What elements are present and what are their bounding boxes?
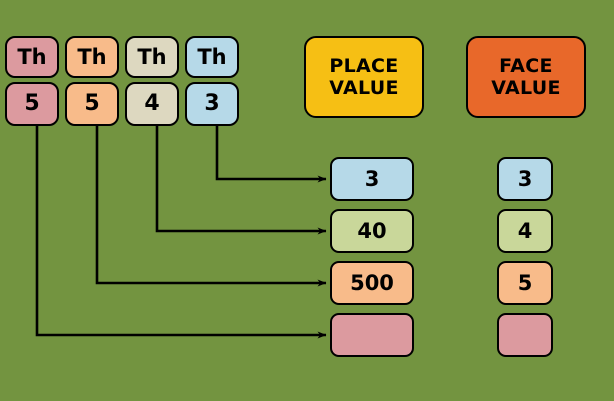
place-value-heading-line2: VALUE — [329, 76, 399, 99]
place-header-label: Th — [77, 44, 107, 69]
place-value-box-3[interactable] — [330, 313, 414, 357]
digit-card-1[interactable]: 5 — [65, 82, 119, 126]
face-value-box-3[interactable] — [497, 313, 553, 357]
connector-arrow-2 — [95, 126, 327, 287]
place-header-card-0[interactable]: Th — [5, 36, 59, 78]
face-value-box-label: 4 — [517, 218, 533, 243]
digit-label: 5 — [84, 91, 100, 116]
digit-label: 4 — [144, 91, 160, 116]
face-value-heading: FACE VALUE — [466, 36, 586, 118]
digit-label: 5 — [24, 91, 40, 116]
place-value-heading-line1: PLACE — [329, 54, 399, 77]
face-value-box-2[interactable]: 5 — [497, 261, 553, 305]
place-value-box-label: 3 — [364, 166, 380, 191]
face-value-box-1[interactable]: 4 — [497, 209, 553, 253]
place-header-label: Th — [137, 44, 167, 69]
connector-arrow-3 — [35, 126, 327, 339]
connector-arrow-0 — [215, 126, 327, 183]
place-value-box-label: 40 — [357, 218, 387, 243]
place-header-card-3[interactable]: Th — [185, 36, 239, 78]
face-value-heading-line1: FACE — [499, 54, 553, 77]
place-value-box-1[interactable]: 40 — [330, 209, 414, 253]
connector-arrow-1 — [155, 126, 327, 235]
place-header-label: Th — [197, 44, 227, 69]
place-header-card-1[interactable]: Th — [65, 36, 119, 78]
place-value-box-label: 500 — [350, 270, 394, 295]
place-value-heading: PLACE VALUE — [304, 36, 424, 118]
face-value-heading-line2: VALUE — [491, 76, 561, 99]
face-value-box-label: 3 — [517, 166, 533, 191]
place-header-card-2[interactable]: Th — [125, 36, 179, 78]
digit-card-2[interactable]: 4 — [125, 82, 179, 126]
place-header-label: Th — [17, 44, 47, 69]
digit-card-3[interactable]: 3 — [185, 82, 239, 126]
digit-card-0[interactable]: 5 — [5, 82, 59, 126]
face-value-box-label: 5 — [517, 270, 533, 295]
digit-label: 3 — [204, 91, 220, 116]
place-value-box-0[interactable]: 3 — [330, 157, 414, 201]
face-value-box-0[interactable]: 3 — [497, 157, 553, 201]
place-value-box-2[interactable]: 500 — [330, 261, 414, 305]
